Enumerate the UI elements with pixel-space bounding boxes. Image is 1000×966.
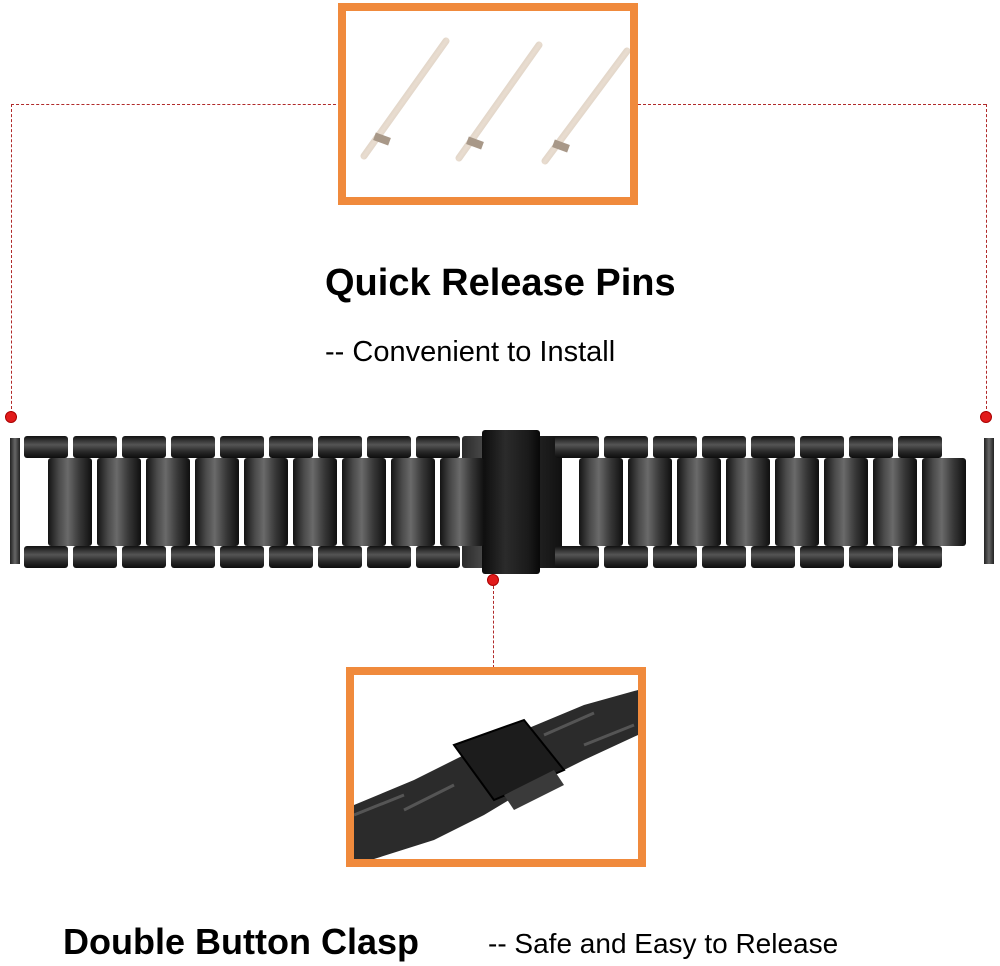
band-link-center bbox=[293, 458, 337, 546]
band-link-outer bbox=[269, 546, 313, 568]
band-link-center bbox=[922, 458, 966, 546]
band-link-outer bbox=[849, 436, 893, 458]
band-link-outer bbox=[122, 436, 166, 458]
band-link-outer bbox=[751, 436, 795, 458]
band-link-outer bbox=[604, 436, 648, 458]
band-link-center bbox=[48, 458, 92, 546]
band-link-outer bbox=[220, 436, 264, 458]
band-link-center bbox=[342, 458, 386, 546]
watch-band bbox=[10, 430, 994, 574]
band-link-center bbox=[97, 458, 141, 546]
band-link-outer bbox=[171, 436, 215, 458]
band-link-outer bbox=[653, 436, 697, 458]
clasp-cover bbox=[482, 430, 540, 574]
band-link-center bbox=[824, 458, 868, 546]
band-link-center bbox=[244, 458, 288, 546]
band-link-outer bbox=[24, 436, 68, 458]
band-link-center bbox=[677, 458, 721, 546]
band-end-right bbox=[984, 438, 994, 564]
band-link-center bbox=[873, 458, 917, 546]
callout-line-left bbox=[11, 104, 12, 414]
band-link-outer bbox=[416, 436, 460, 458]
band-link-outer bbox=[367, 436, 411, 458]
band-link-center bbox=[195, 458, 239, 546]
band-link-outer bbox=[898, 546, 942, 568]
band-link-outer bbox=[171, 546, 215, 568]
callout-line-top-right bbox=[638, 104, 986, 105]
spring-bar-pins-icon bbox=[360, 37, 631, 165]
band-link-outer bbox=[416, 546, 460, 568]
band-link-outer bbox=[849, 546, 893, 568]
band-link-outer bbox=[653, 546, 697, 568]
band-link-outer bbox=[24, 546, 68, 568]
callout-dot-left bbox=[5, 411, 17, 423]
band-link-outer bbox=[555, 546, 599, 568]
band-link-outer bbox=[604, 546, 648, 568]
band-link-center bbox=[146, 458, 190, 546]
callout-line-right bbox=[986, 104, 987, 414]
band-link-outer bbox=[898, 436, 942, 458]
band-link-outer bbox=[702, 546, 746, 568]
clasp-closeup-icon bbox=[353, 690, 638, 859]
band-link-outer bbox=[702, 436, 746, 458]
quick-release-pins-subtitle: -- Convenient to Install bbox=[325, 336, 616, 368]
callout-dot-right bbox=[980, 411, 992, 423]
band-link-outer bbox=[800, 436, 844, 458]
band-link-center bbox=[579, 458, 623, 546]
band-link-outer bbox=[751, 546, 795, 568]
band-link-outer bbox=[800, 546, 844, 568]
callout-line-clasp bbox=[493, 586, 494, 668]
double-button-clasp-image bbox=[346, 667, 646, 867]
band-link-center bbox=[726, 458, 770, 546]
band-link-outer bbox=[555, 436, 599, 458]
double-button-clasp-title: Double Button Clasp bbox=[63, 921, 419, 962]
band-link-outer bbox=[73, 546, 117, 568]
band-link-outer bbox=[269, 436, 313, 458]
band-link-outer bbox=[122, 546, 166, 568]
band-link-center bbox=[440, 458, 484, 546]
band-link-outer bbox=[220, 546, 264, 568]
band-link-outer bbox=[367, 546, 411, 568]
band-end-left bbox=[10, 438, 20, 564]
quick-release-pins-title: Quick Release Pins bbox=[325, 262, 676, 304]
quick-release-pins-image bbox=[338, 3, 638, 205]
callout-line-top-left bbox=[11, 104, 341, 105]
band-link-center bbox=[628, 458, 672, 546]
band-link-outer bbox=[318, 436, 362, 458]
callout-dot-clasp bbox=[487, 574, 499, 586]
band-link-outer bbox=[318, 546, 362, 568]
band-link-outer bbox=[73, 436, 117, 458]
double-button-clasp-subtitle: -- Safe and Easy to Release bbox=[488, 928, 839, 959]
band-link-center bbox=[391, 458, 435, 546]
band-link-center bbox=[775, 458, 819, 546]
